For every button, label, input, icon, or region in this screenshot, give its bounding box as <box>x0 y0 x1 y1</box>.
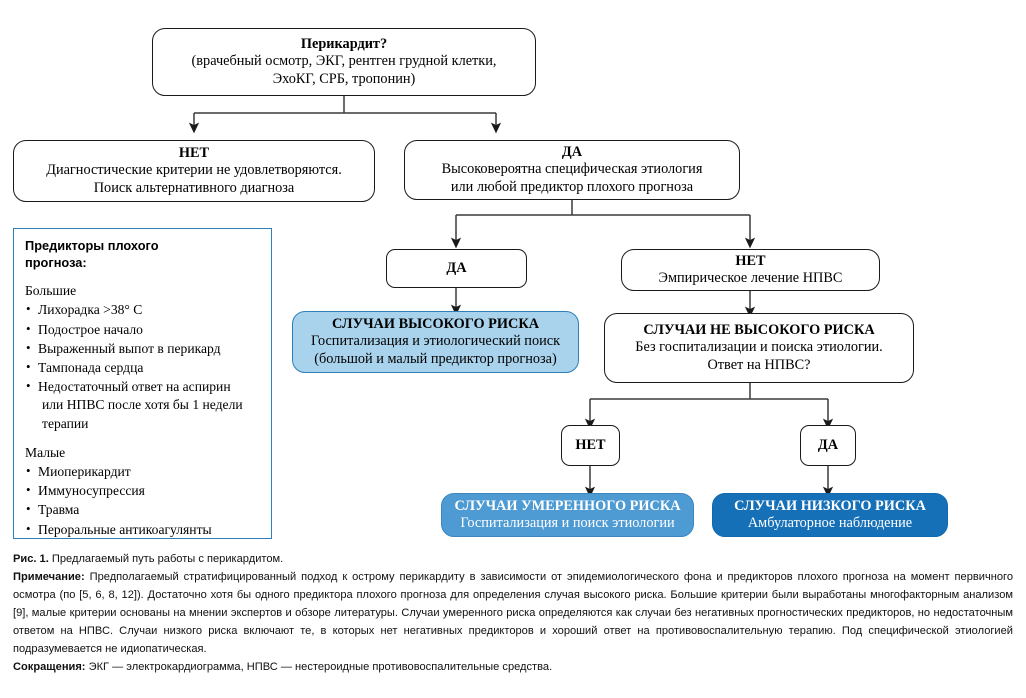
caption-note-line: Примечание: Предполагаемый стратифициров… <box>13 569 1013 659</box>
node-high-risk[interactable]: СЛУЧАИ ВЫСОКОГО РИСКА Госпитализация и э… <box>292 311 579 373</box>
node-root-pericarditis[interactable]: Перикардит? (врачебный осмотр, ЭКГ, рент… <box>152 28 536 96</box>
node-no-small[interactable]: НЕТ <box>561 425 620 466</box>
list-item-text: Миоперикардит <box>38 464 131 480</box>
caption-abbr-text: ЭКГ — электрокардиограмма, НПВС — нестер… <box>88 660 553 673</box>
node-yes-specific-etiology[interactable]: ДА Высоковероятна специфическая этиологи… <box>404 140 740 200</box>
node-title: ДА <box>817 436 839 453</box>
node-line: ЭхоКГ, СРБ, тропонин) <box>272 70 416 87</box>
list-item-cont-1: или НПВС после хотя бы 1 недели <box>42 397 243 413</box>
caption-figure-label: Рис. 1. <box>13 553 49 565</box>
caption-figure-line: Рис. 1. Предлагаемый путь работы с перик… <box>13 551 1013 569</box>
caption-abbr-label: Сокращения: <box>13 660 86 673</box>
node-title: Перикардит? <box>300 36 388 53</box>
predictors-heading-line2: прогноза: <box>25 254 87 270</box>
node-line: Диагностические критерии не удовлетворяю… <box>46 162 342 179</box>
figure-caption: Рис. 1. Предлагаемый путь работы с перик… <box>13 551 1013 677</box>
list-item: Лихорадка >38° С <box>25 300 261 319</box>
list-item: Миоперикардит <box>25 462 261 481</box>
node-low-risk[interactable]: СЛУЧАИ НИЗКОГО РИСКА Амбулаторное наблюд… <box>712 493 948 537</box>
list-item-text: Пероральные антикоагулянты <box>38 521 212 537</box>
predictors-major-title: Большие <box>25 283 77 299</box>
list-item-text: Недостаточный ответ на аспирин <box>38 379 231 395</box>
node-line: Без госпитализации и поиска этиологии. <box>635 339 883 356</box>
list-item-cont-2: терапии <box>42 415 89 431</box>
list-item: Тампонада сердца <box>25 358 261 377</box>
node-title: НЕТ <box>178 145 210 162</box>
node-line: (врачебный осмотр, ЭКГ, рентген грудной … <box>191 53 497 70</box>
node-line: Ответ на НПВС? <box>707 356 811 373</box>
list-item-text: Подострое начало <box>38 321 143 337</box>
node-not-high-risk[interactable]: СЛУЧАИ НЕ ВЫСОКОГО РИСКА Без госпитализа… <box>604 313 914 383</box>
list-item: Выраженный выпот в перикард <box>25 339 261 358</box>
list-item-text: Тампонада сердца <box>38 360 144 376</box>
node-line: Госпитализация и этиологический поиск <box>310 333 561 350</box>
caption-abbr-line: Сокращения: ЭКГ — электрокардиограмма, Н… <box>13 659 1013 677</box>
list-item-text: Иммуносупрессия <box>38 483 145 499</box>
predictors-minor-list: Миоперикардит Иммуносупрессия Травма Пер… <box>25 462 261 539</box>
node-title: СЛУЧАИ ВЫСОКОГО РИСКА <box>331 316 540 333</box>
node-line: Поиск альтернативного диагноза <box>93 179 295 196</box>
caption-note-text: Предполагаемый стратифицированный подход… <box>13 570 1013 655</box>
predictors-major-list: Лихорадка >38° С Подострое начало Выраже… <box>25 300 261 433</box>
list-item-text: Травма <box>38 502 80 518</box>
node-yes-small[interactable]: ДА <box>386 249 527 288</box>
node-title: СЛУЧАИ НЕ ВЫСОКОГО РИСКА <box>643 322 875 339</box>
node-title: СЛУЧАИ НИЗКОГО РИСКА <box>734 497 926 514</box>
list-item-text: Лихорадка >38° С <box>38 302 143 318</box>
predictors-heading-line1: Предикторы плохого <box>25 238 159 253</box>
list-item: Травма <box>25 500 261 519</box>
node-title: ДА <box>446 259 467 276</box>
node-line: или любой предиктор плохого прогноза <box>450 178 694 195</box>
node-line: Амбулаторное наблюдение <box>747 515 913 531</box>
node-line: Эмпирическое лечение НПВС <box>658 270 843 286</box>
list-item-text: Выраженный выпот в перикард <box>38 340 221 356</box>
node-moderate-risk[interactable]: СЛУЧАИ УМЕРЕННОГО РИСКА Госпитализация и… <box>441 493 694 537</box>
caption-figure-text: Предлагаемый путь работы с перикардитом. <box>51 553 284 565</box>
node-line: (большой и малый предиктор прогноза) <box>314 350 557 367</box>
list-item: Подострое начало <box>25 320 261 339</box>
list-item: Недостаточный ответ на аспирин или НПВС … <box>25 377 261 433</box>
predictors-panel: Предикторы плохого прогноза: Большие Лих… <box>13 228 272 539</box>
connector-lines <box>188 96 834 498</box>
list-item: Пероральные антикоагулянты <box>25 520 261 539</box>
node-title: ДА <box>561 144 583 161</box>
node-title: НЕТ <box>735 252 766 269</box>
node-no-criteria[interactable]: НЕТ Диагностические критерии не удовлетв… <box>13 140 375 202</box>
node-no-empiric-nsaid[interactable]: НЕТ Эмпирическое лечение НПВС <box>621 249 880 291</box>
node-line: Госпитализация и поиск этиологии <box>460 515 675 531</box>
node-title: НЕТ <box>575 436 606 453</box>
node-line: Высоковероятна специфическая этиология <box>441 161 703 178</box>
predictors-minor-title: Малые <box>25 444 66 460</box>
caption-note-label: Примечание: <box>13 570 85 583</box>
node-title: СЛУЧАИ УМЕРЕННОГО РИСКА <box>454 497 681 514</box>
list-item: Иммуносупрессия <box>25 481 261 500</box>
node-yes-small-2[interactable]: ДА <box>800 425 856 466</box>
